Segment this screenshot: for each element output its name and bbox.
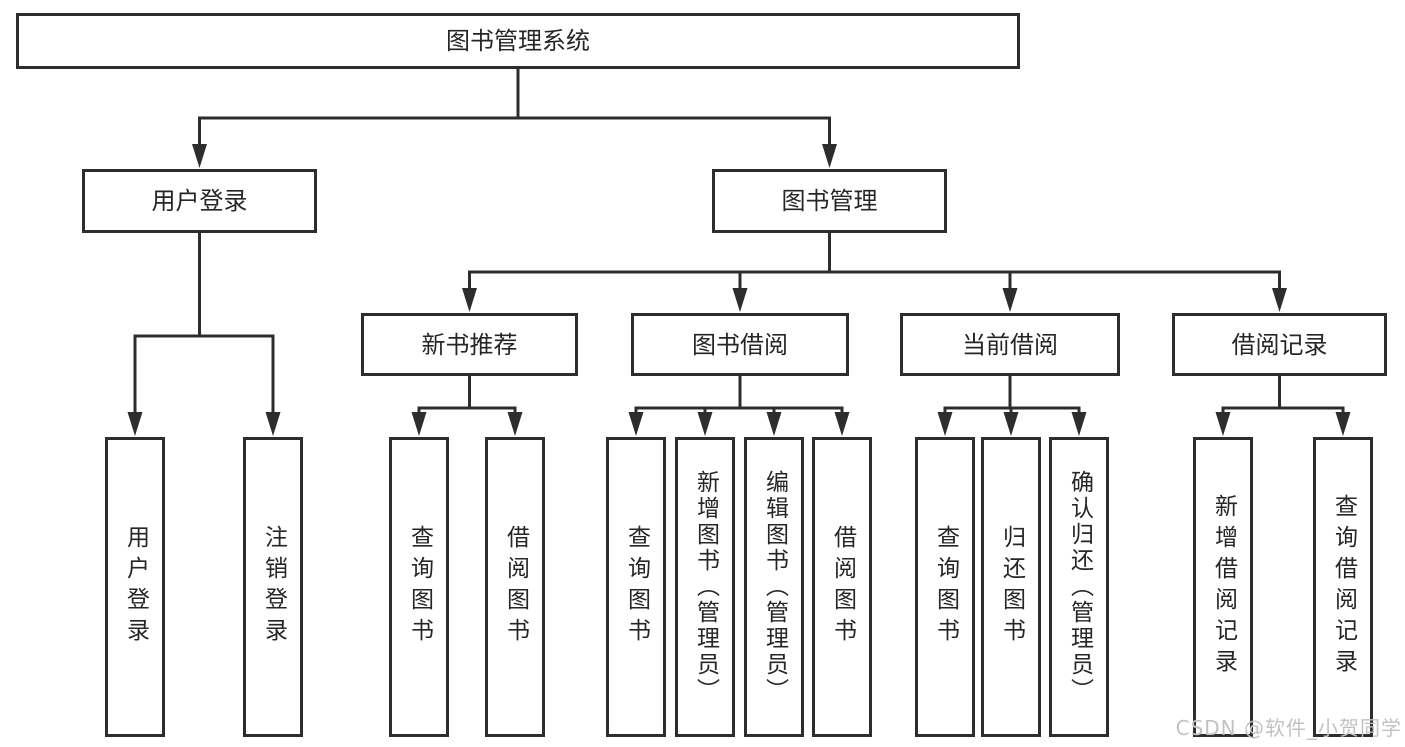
tree-node-book-borrow: 图书借阅 bbox=[631, 313, 849, 376]
node-label: 新书推荐 bbox=[421, 330, 518, 359]
tree-node-book-mgmt: 图书管理 bbox=[712, 169, 947, 233]
tree-node-leaf-edit-book: 编辑图书（管理员） bbox=[744, 437, 804, 737]
tree-node-leaf-borrow-book-1: 借阅图书 bbox=[485, 437, 545, 737]
tree-node-root: 图书管理系统 bbox=[16, 13, 1020, 69]
connector-arrow bbox=[411, 412, 427, 436]
tree-node-leaf-logout: 注销登录 bbox=[243, 437, 303, 737]
tree-node-leaf-query-record: 查询借阅记录 bbox=[1313, 437, 1373, 737]
node-label: 用户登录 bbox=[122, 525, 149, 649]
tree-node-new-book-rec: 新书推荐 bbox=[361, 313, 578, 376]
connector-arrow bbox=[822, 144, 837, 168]
tree-node-leaf-user-login: 用户登录 bbox=[105, 437, 165, 737]
tree-node-current-borrow: 当前借阅 bbox=[900, 313, 1120, 376]
tree-node-leaf-add-book: 新增图书（管理员） bbox=[675, 437, 735, 737]
connector-arrow bbox=[265, 412, 281, 436]
node-label: 图书管理系统 bbox=[446, 27, 590, 55]
node-label: 查询借阅记录 bbox=[1330, 494, 1357, 680]
tree-node-leaf-return-book: 归还图书 bbox=[981, 437, 1041, 737]
node-label: 当前借阅 bbox=[962, 330, 1058, 359]
node-label: 查询图书 bbox=[406, 525, 433, 649]
tree-node-leaf-query-book-1: 查询图书 bbox=[389, 437, 449, 737]
node-label: 查询图书 bbox=[623, 525, 650, 649]
connector-arrow bbox=[937, 412, 953, 436]
connector-arrow bbox=[697, 412, 713, 436]
node-label: 借阅图书 bbox=[829, 525, 856, 649]
connector-arrow bbox=[1003, 412, 1019, 436]
node-label: 用户登录 bbox=[151, 187, 248, 215]
connector-arrow bbox=[628, 412, 644, 436]
connector-arrow bbox=[507, 412, 523, 436]
tree-node-leaf-query-book-2: 查询图书 bbox=[606, 437, 666, 737]
tree-node-leaf-query-book-3: 查询图书 bbox=[915, 437, 975, 737]
node-label: 图书借阅 bbox=[692, 330, 788, 359]
tree-node-borrow-records: 借阅记录 bbox=[1172, 313, 1387, 376]
connector-arrow bbox=[1215, 412, 1231, 436]
node-label: 借阅记录 bbox=[1231, 330, 1328, 359]
connector-arrow bbox=[1002, 288, 1018, 312]
node-label: 图书管理 bbox=[781, 187, 878, 215]
connector-arrow bbox=[1071, 412, 1087, 436]
node-label: 注销登录 bbox=[260, 525, 287, 649]
connector-arrow bbox=[1272, 288, 1287, 312]
connector-arrow bbox=[462, 288, 477, 312]
node-label: 编辑图书（管理员） bbox=[761, 470, 788, 704]
node-label: 新增图书（管理员） bbox=[692, 470, 719, 704]
connector-arrow bbox=[834, 412, 850, 436]
connector-arrow bbox=[192, 144, 207, 168]
connector-arrow bbox=[127, 412, 143, 436]
connector-arrow bbox=[732, 288, 748, 312]
node-label: 借阅图书 bbox=[502, 525, 529, 649]
watermark: CSDN @软件_小贺同学 bbox=[1175, 716, 1402, 740]
node-label: 归还图书 bbox=[998, 525, 1025, 649]
connector-arrow bbox=[1335, 412, 1351, 436]
tree-node-user-login-group: 用户登录 bbox=[82, 169, 317, 233]
node-label: 查询图书 bbox=[932, 525, 959, 649]
node-label: 确认归还（管理员） bbox=[1066, 470, 1093, 704]
tree-node-leaf-confirm-return: 确认归还（管理员） bbox=[1049, 437, 1109, 737]
node-label: 新增借阅记录 bbox=[1210, 494, 1237, 680]
connector-arrow bbox=[766, 412, 782, 436]
tree-node-leaf-add-record: 新增借阅记录 bbox=[1193, 437, 1253, 737]
tree-node-leaf-borrow-book-2: 借阅图书 bbox=[812, 437, 872, 737]
